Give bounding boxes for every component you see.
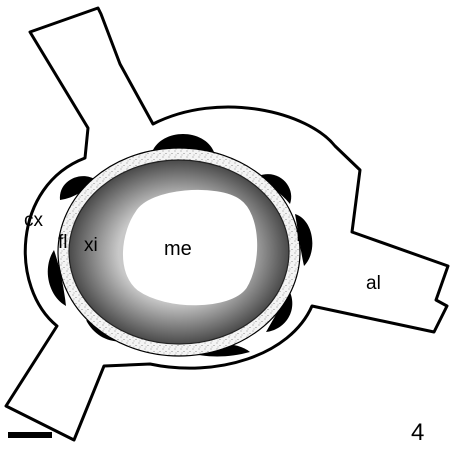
scale-bar [8,432,52,438]
label-xylem: xi [84,235,98,256]
label-wing: al [366,273,381,294]
label-cortex: cx [24,210,44,231]
label-phloem-right: fl [296,225,306,246]
label-phloem-left: fl [58,232,68,253]
label-medulla: me [164,238,192,260]
panel-number: 4 [411,419,424,446]
